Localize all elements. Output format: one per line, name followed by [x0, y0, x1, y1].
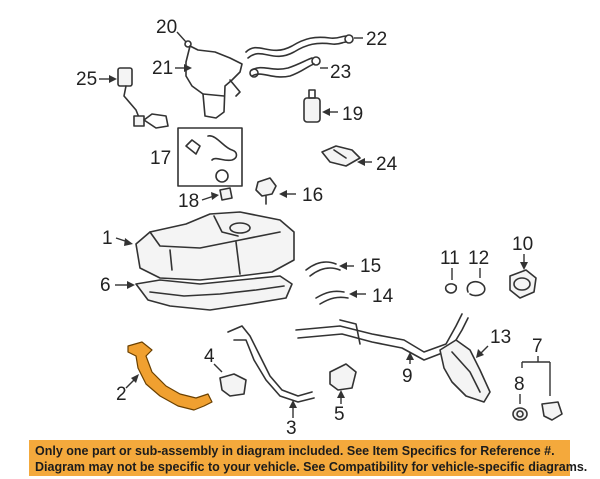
notice-line-2: Diagram may not be specific to your vehi… — [35, 460, 588, 474]
callout-4: 4 — [204, 346, 215, 367]
callout-11: 11 — [440, 248, 460, 269]
callout-5: 5 — [334, 404, 345, 425]
callout-25: 25 — [76, 69, 97, 90]
part-4-bracket — [219, 373, 247, 397]
callout-19: 19 — [342, 104, 363, 125]
part-2-tank-strap-highlighted — [127, 341, 213, 411]
callout-6: 6 — [100, 275, 111, 296]
part-9-filler-pipe — [295, 313, 469, 361]
callout-22: 22 — [366, 29, 387, 50]
part-14-hose — [315, 290, 349, 305]
part-13-heat-shield — [439, 339, 491, 403]
part-10-filler-neck-housing — [509, 269, 537, 299]
callout-3: 3 — [286, 418, 297, 439]
callout-23: 23 — [330, 62, 351, 83]
part-11-clip — [444, 283, 458, 294]
callout-24: 24 — [376, 154, 398, 175]
part-8-seal — [512, 407, 528, 421]
part-7-cap — [541, 401, 563, 421]
part-17-gasket-kit — [177, 127, 243, 187]
callout-21: 21 — [152, 58, 173, 79]
part-16-valve — [255, 177, 277, 205]
callout-18: 18 — [178, 191, 199, 212]
part-15-hose — [305, 261, 341, 277]
part-22-hose — [245, 34, 354, 59]
callout-2: 2 — [116, 384, 127, 405]
part-3-tank-strap — [227, 325, 315, 403]
part-12-ring — [466, 280, 486, 297]
part-23-hose — [249, 56, 321, 78]
callout-20: 20 — [156, 17, 177, 38]
callout-16: 16 — [302, 185, 323, 206]
part-25-sender-unit — [117, 67, 169, 129]
callout-15: 15 — [360, 256, 381, 277]
part-21-fuel-pump-assembly — [184, 40, 243, 119]
callout-7: 7 — [532, 336, 543, 357]
part-19-fuel-filter — [303, 89, 321, 123]
part-1-fuel-tank — [135, 211, 295, 281]
part-18-grommet — [219, 187, 233, 201]
callout-10: 10 — [512, 234, 533, 255]
callout-9: 9 — [402, 366, 413, 387]
notice-line-1: Only one part or sub-assembly in diagram… — [35, 444, 555, 458]
part-6-tank-protector — [135, 275, 293, 311]
callout-1: 1 — [102, 228, 113, 249]
callout-14: 14 — [372, 286, 394, 307]
callout-17: 17 — [150, 148, 171, 169]
part-24-bracket — [321, 145, 361, 167]
part-5-bracket — [329, 363, 357, 391]
compatibility-notice: Only one part or sub-assembly in diagram… — [29, 440, 588, 476]
callout-13: 13 — [490, 327, 511, 348]
callout-8: 8 — [514, 374, 525, 395]
callout-12: 12 — [468, 248, 489, 269]
